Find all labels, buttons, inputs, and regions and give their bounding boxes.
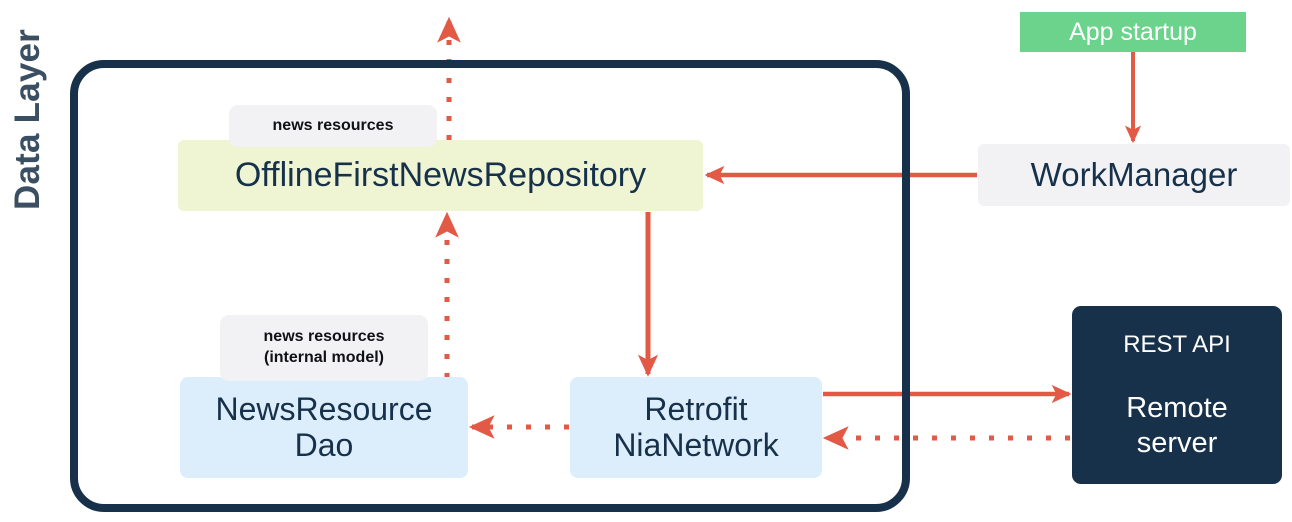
chip-label-line2: (internal model) bbox=[263, 349, 384, 366]
data-layer-container bbox=[70, 60, 910, 512]
chip-label: news resources (internal model) bbox=[264, 327, 385, 369]
node-label-line1: Retrofit bbox=[644, 390, 748, 427]
node-label: App startup bbox=[1069, 18, 1197, 46]
node-label: OfflineFirstNewsRepository bbox=[234, 156, 647, 195]
node-label-line3: server bbox=[1136, 426, 1218, 459]
node-label: WorkManager bbox=[1030, 155, 1238, 193]
data-layer-label: Data Layer bbox=[8, 29, 47, 210]
chip-news-resources-internal-model: news resources (internal model) bbox=[220, 315, 428, 381]
node-label-line2: NiaNetwork bbox=[613, 426, 779, 463]
node-label: NewsResource Dao bbox=[215, 390, 433, 464]
node-app-startup[interactable]: App startup bbox=[1020, 12, 1246, 52]
node-label-line2: Remote bbox=[1126, 392, 1228, 425]
node-label-line2: Dao bbox=[294, 426, 354, 463]
node-label-line1: NewsResource bbox=[215, 390, 433, 427]
node-label-rest-api: REST API bbox=[1123, 331, 1231, 359]
node-label-remote-server: Remote server bbox=[1126, 391, 1228, 459]
chip-label-line1: news resources bbox=[263, 328, 385, 346]
node-offline-first-news-repository[interactable]: OfflineFirstNewsRepository bbox=[178, 140, 703, 211]
node-news-resource-dao[interactable]: NewsResource Dao bbox=[180, 377, 468, 478]
chip-label: news resources bbox=[272, 116, 394, 134]
node-remote-server[interactable]: REST API Remote server bbox=[1072, 306, 1282, 484]
node-label: Retrofit NiaNetwork bbox=[613, 390, 779, 464]
chip-news-resources: news resources bbox=[229, 105, 437, 147]
node-work-manager[interactable]: WorkManager bbox=[978, 144, 1290, 206]
node-retrofit-nia-network[interactable]: Retrofit NiaNetwork bbox=[570, 377, 822, 478]
